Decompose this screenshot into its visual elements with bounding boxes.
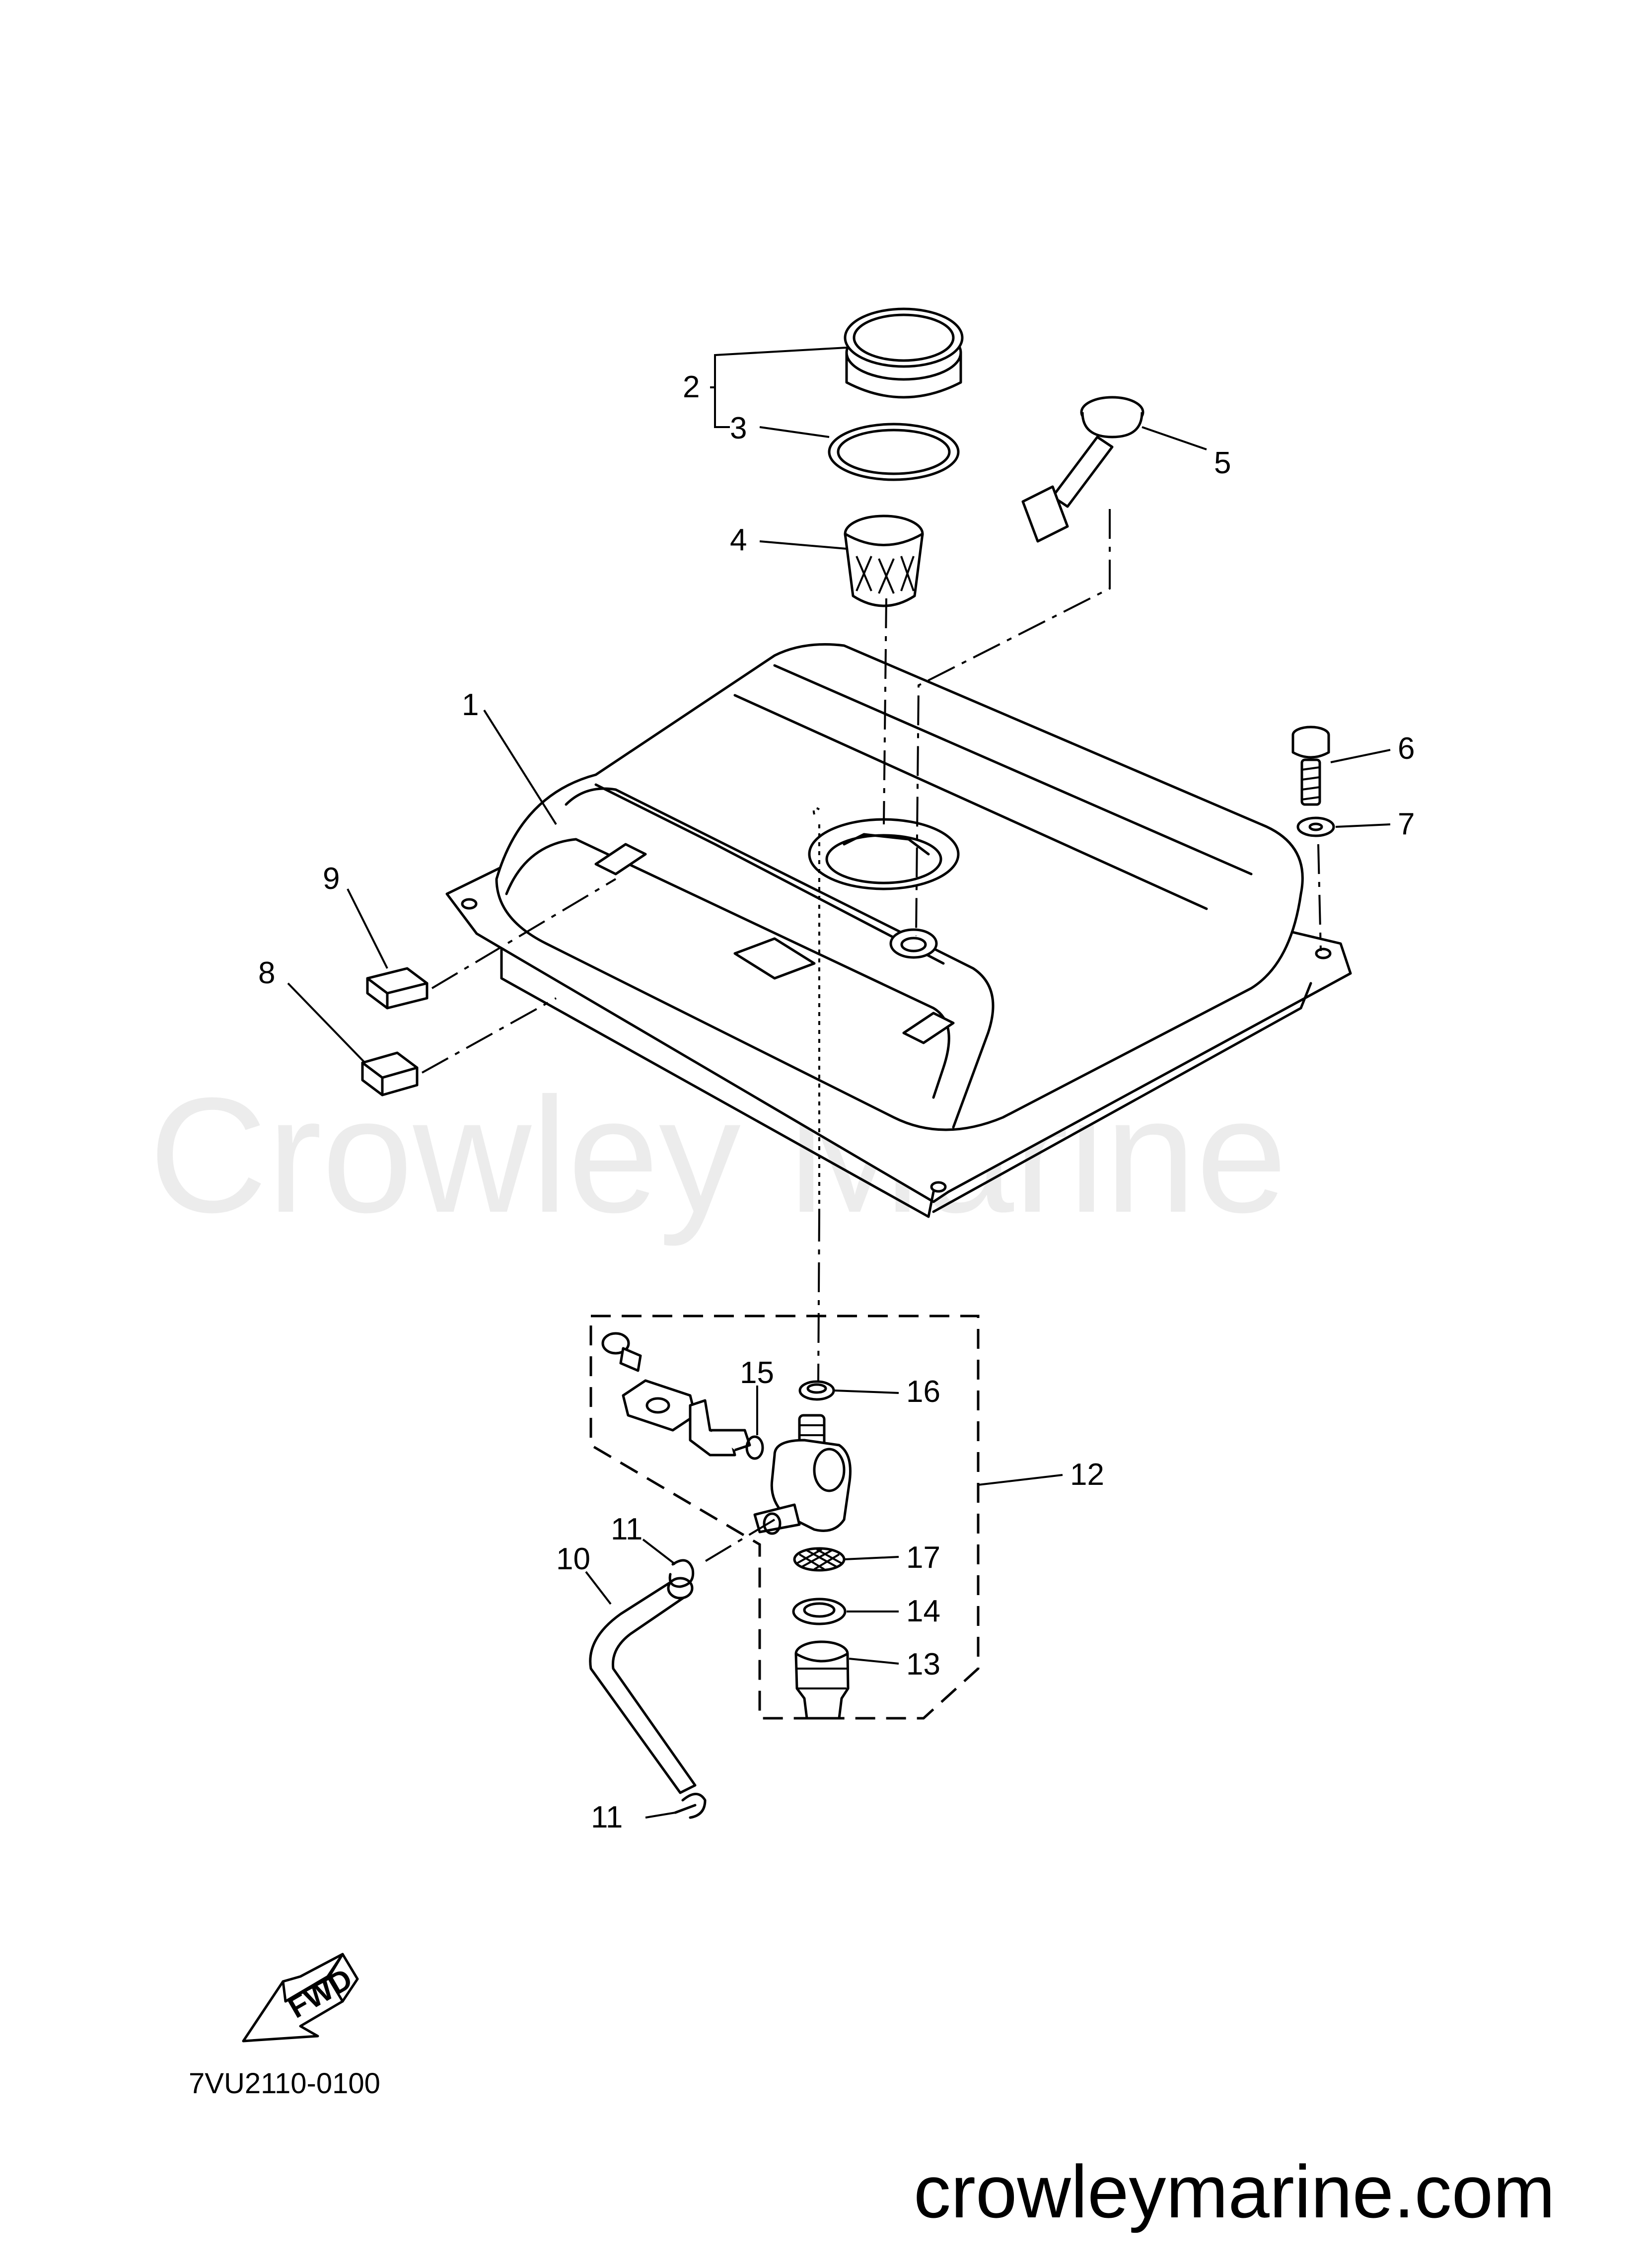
diagram-part-number: 7VU2110-0100 [189,2067,380,2100]
fuel-cock [601,1332,852,1720]
callout-17: 17 [906,1540,940,1575]
damper-9 [366,967,428,1010]
washer [1296,816,1335,837]
fuel-hose [589,1577,697,1794]
callout-3: 3 [730,411,747,445]
hose-clip-upper [668,1559,695,1588]
callout-10: 10 [556,1542,590,1576]
hose-clip-lower [674,1793,707,1819]
callout-11-upper: 11 [611,1512,643,1546]
damper-8 [361,1051,419,1097]
callout-14: 14 [906,1594,940,1628]
callout-6: 6 [1398,732,1415,766]
callouts: 1 2 3 4 5 6 7 8 9 10 11 11 12 13 14 15 1… [258,370,1415,1834]
callout-1: 1 [462,688,479,722]
callout-4: 4 [730,523,747,557]
fuel-gauge [1021,396,1144,543]
callout-9: 9 [323,862,340,896]
bolt [1291,726,1330,806]
leader-lines [287,347,1391,1819]
callout-7: 7 [1398,807,1415,841]
callout-12: 12 [1070,1458,1104,1492]
fuel-tank [445,643,1352,1218]
callout-13: 13 [906,1647,940,1682]
callout-2: 2 [683,370,700,404]
fuel-cock-assembly-box [589,1315,980,1720]
callout-11-lower: 11 [591,1800,623,1834]
callout-16: 16 [906,1375,940,1409]
callout-15: 15 [740,1356,774,1390]
watermark-url: crowleymarine.com [914,2150,1555,2233]
callout-5: 5 [1214,446,1231,480]
cap-gasket [828,423,960,481]
fwd-arrow-icon: FWD [242,1953,359,2043]
callout-8: 8 [258,956,275,990]
fuel-cap [844,307,964,399]
fuel-strainer [844,514,924,607]
